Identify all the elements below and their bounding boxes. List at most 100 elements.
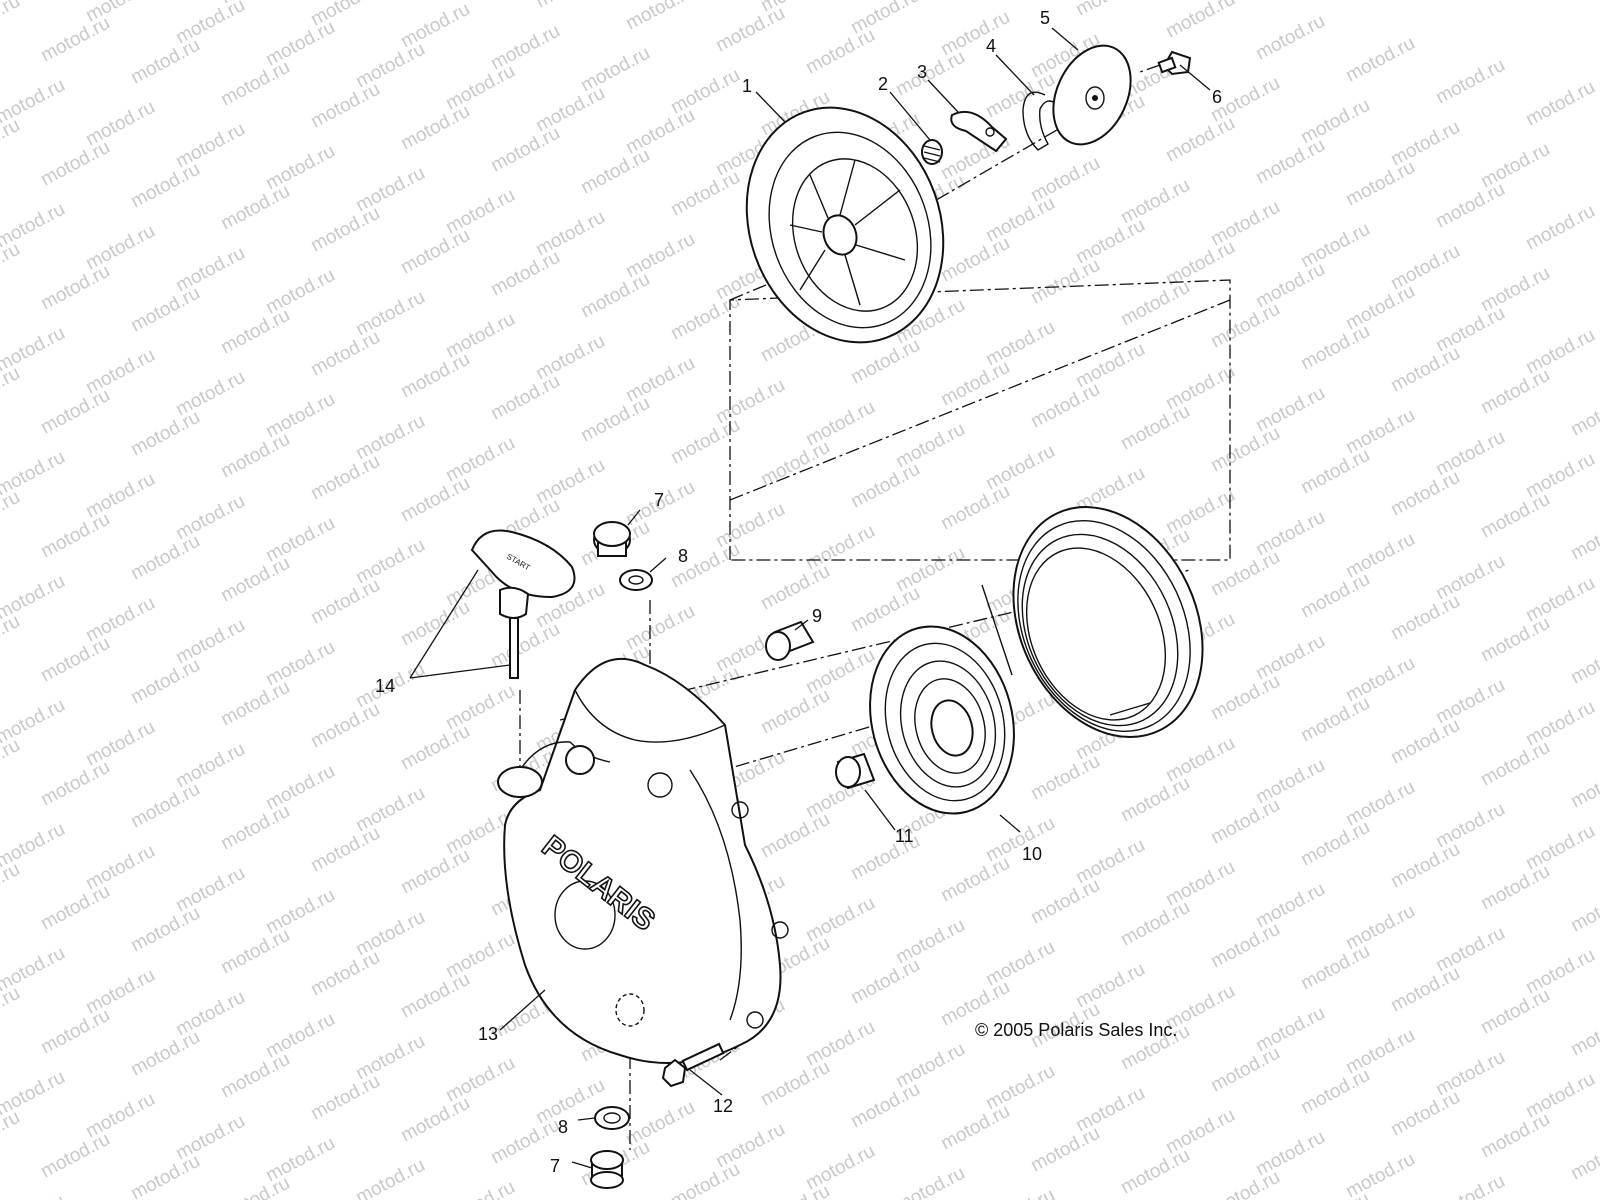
callout-13: 13 (478, 1024, 498, 1044)
watermark-text: motod.ru (757, 437, 833, 491)
watermark-text: motod.ru (487, 247, 563, 301)
watermark-text: motod.ru (127, 35, 203, 89)
watermark-text: motod.ru (1207, 1167, 1283, 1200)
watermark-text: motod.ru (397, 721, 473, 775)
starter-housing: POLARIS (497, 657, 789, 1064)
watermark-text: motod.ru (217, 181, 293, 235)
recoil-spring (869, 625, 1015, 815)
watermark-text: motod.ru (307, 1071, 383, 1125)
watermark-text: motod.ru (1027, 875, 1103, 929)
watermark-text: motod.ru (307, 203, 383, 257)
watermark-text: motod.ru (1387, 467, 1463, 521)
watermark-text: motod.ru (127, 531, 203, 585)
watermark-text: motod.ru (307, 699, 383, 753)
watermark-text: motod.ru (1477, 489, 1553, 543)
watermark-text: motod.ru (0, 115, 24, 169)
watermark-text: motod.ru (487, 371, 563, 425)
watermark-text: motod.ru (1567, 883, 1600, 937)
bushing-11 (835, 752, 876, 790)
watermark-text: motod.ru (1252, 135, 1328, 189)
watermark-text: motod.ru (397, 225, 473, 279)
watermark-text: motod.ru (1297, 693, 1373, 747)
watermark-text: motod.ru (397, 1093, 473, 1147)
watermark-text: motod.ru (577, 145, 653, 199)
watermark-text: motod.ru (667, 415, 743, 469)
watermark-text: motod.ru (217, 801, 293, 855)
watermark-text: motod.ru (307, 823, 383, 877)
watermark-text: motod.ru (892, 47, 968, 101)
copyright-notice: © 2005 Polaris Sales Inc. (975, 1020, 1178, 1040)
watermark-text: motod.ru (127, 655, 203, 709)
watermark-text: motod.ru (1432, 1171, 1508, 1200)
watermark-text: motod.ru (1297, 569, 1373, 623)
watermark-text: motod.ru (127, 1151, 203, 1200)
watermark-text: motod.ru (0, 611, 24, 665)
watermark-text: motod.ru (0, 363, 24, 417)
watermark-text: motod.ru (37, 881, 113, 935)
watermark-text: motod.ru (847, 1079, 923, 1133)
watermark-text: motod.ru (1387, 963, 1463, 1017)
watermark-text: motod.ru (1477, 613, 1553, 667)
watermark-text: motod.ru (127, 159, 203, 213)
watermark-text: motod.ru (37, 137, 113, 191)
watermark-text: motod.ru (1117, 401, 1193, 455)
watermark-text: motod.ru (37, 261, 113, 315)
watermark-text: motod.ru (1027, 751, 1103, 805)
watermark-text: motod.ru (307, 575, 383, 629)
watermark-text: motod.ru (487, 123, 563, 177)
watermark-text: motod.ru (1207, 919, 1283, 973)
watermark-text: motod.ru (127, 903, 203, 957)
watermark-text: motod.ru (37, 13, 113, 67)
watermark-text: motod.ru (1387, 1087, 1463, 1141)
watermark-text: motod.ru (757, 561, 833, 615)
callout-7-top: 7 (654, 490, 664, 510)
watermark-text: motod.ru (937, 1101, 1013, 1155)
watermark-text: motod.ru (127, 283, 203, 337)
watermark-text: motod.ru (127, 407, 203, 461)
friction-plate (1052, 44, 1132, 146)
watermark-text: motod.ru (757, 1181, 833, 1200)
watermark-text: motod.ru (397, 845, 473, 899)
watermark-text: motod.ru (397, 473, 473, 527)
watermark-text: motod.ru (1297, 445, 1373, 499)
callout-8-top: 8 (678, 546, 688, 566)
spring-small (921, 139, 943, 165)
watermark-text: motod.ru (1117, 897, 1193, 951)
watermark-text: motod.ru (937, 357, 1013, 411)
watermark-text: motod.ru (1567, 511, 1600, 565)
watermark-text: motod.ru (397, 101, 473, 155)
watermark-text: motod.ru (307, 79, 383, 133)
callout-7-bottom: 7 (550, 1156, 560, 1176)
watermark-text: motod.ru (982, 69, 1058, 123)
callout-8-bottom: 8 (558, 1117, 568, 1137)
watermark-text: motod.ru (1477, 861, 1553, 915)
watermark-text: motod.ru (1027, 255, 1103, 309)
washer-8-top (619, 569, 653, 591)
watermark-text: motod.ru (1117, 1145, 1193, 1199)
watermark-text: motod.ru (37, 385, 113, 439)
watermark-text: motod.ru (217, 305, 293, 359)
watermark-text: motod.ru (757, 1057, 833, 1111)
watermark-text: motod.ru (802, 25, 878, 79)
watermark-text: motod.ru (1162, 0, 1238, 42)
watermark-text: motod.ru (1072, 0, 1148, 20)
watermark-text: motod.ru (217, 553, 293, 607)
watermark-text: motod.ru (1342, 33, 1418, 87)
watermark-text: motod.ru (1432, 55, 1508, 109)
watermark-text: motod.ru (1252, 11, 1328, 65)
watermark-text: motod.ru (1522, 201, 1598, 255)
watermark-text: motod.ru (1567, 387, 1600, 441)
watermark-text: motod.ru (1342, 157, 1418, 211)
watermark-text: motod.ru (127, 1027, 203, 1081)
plug-7-top (593, 521, 631, 557)
watermark-text: motod.ru (1387, 839, 1463, 893)
watermark-text: motod.ru (1297, 1189, 1373, 1200)
watermark-text: motod.ru (1162, 113, 1238, 167)
pulley (745, 106, 945, 344)
callout-6: 6 (1212, 87, 1222, 107)
watermark-text: motod.ru (307, 451, 383, 505)
watermark-text: motod.ru (217, 1049, 293, 1103)
watermark-text: motod.ru (1387, 715, 1463, 769)
callout-11: 11 (895, 826, 914, 846)
watermark-text: motod.ru (937, 233, 1013, 287)
